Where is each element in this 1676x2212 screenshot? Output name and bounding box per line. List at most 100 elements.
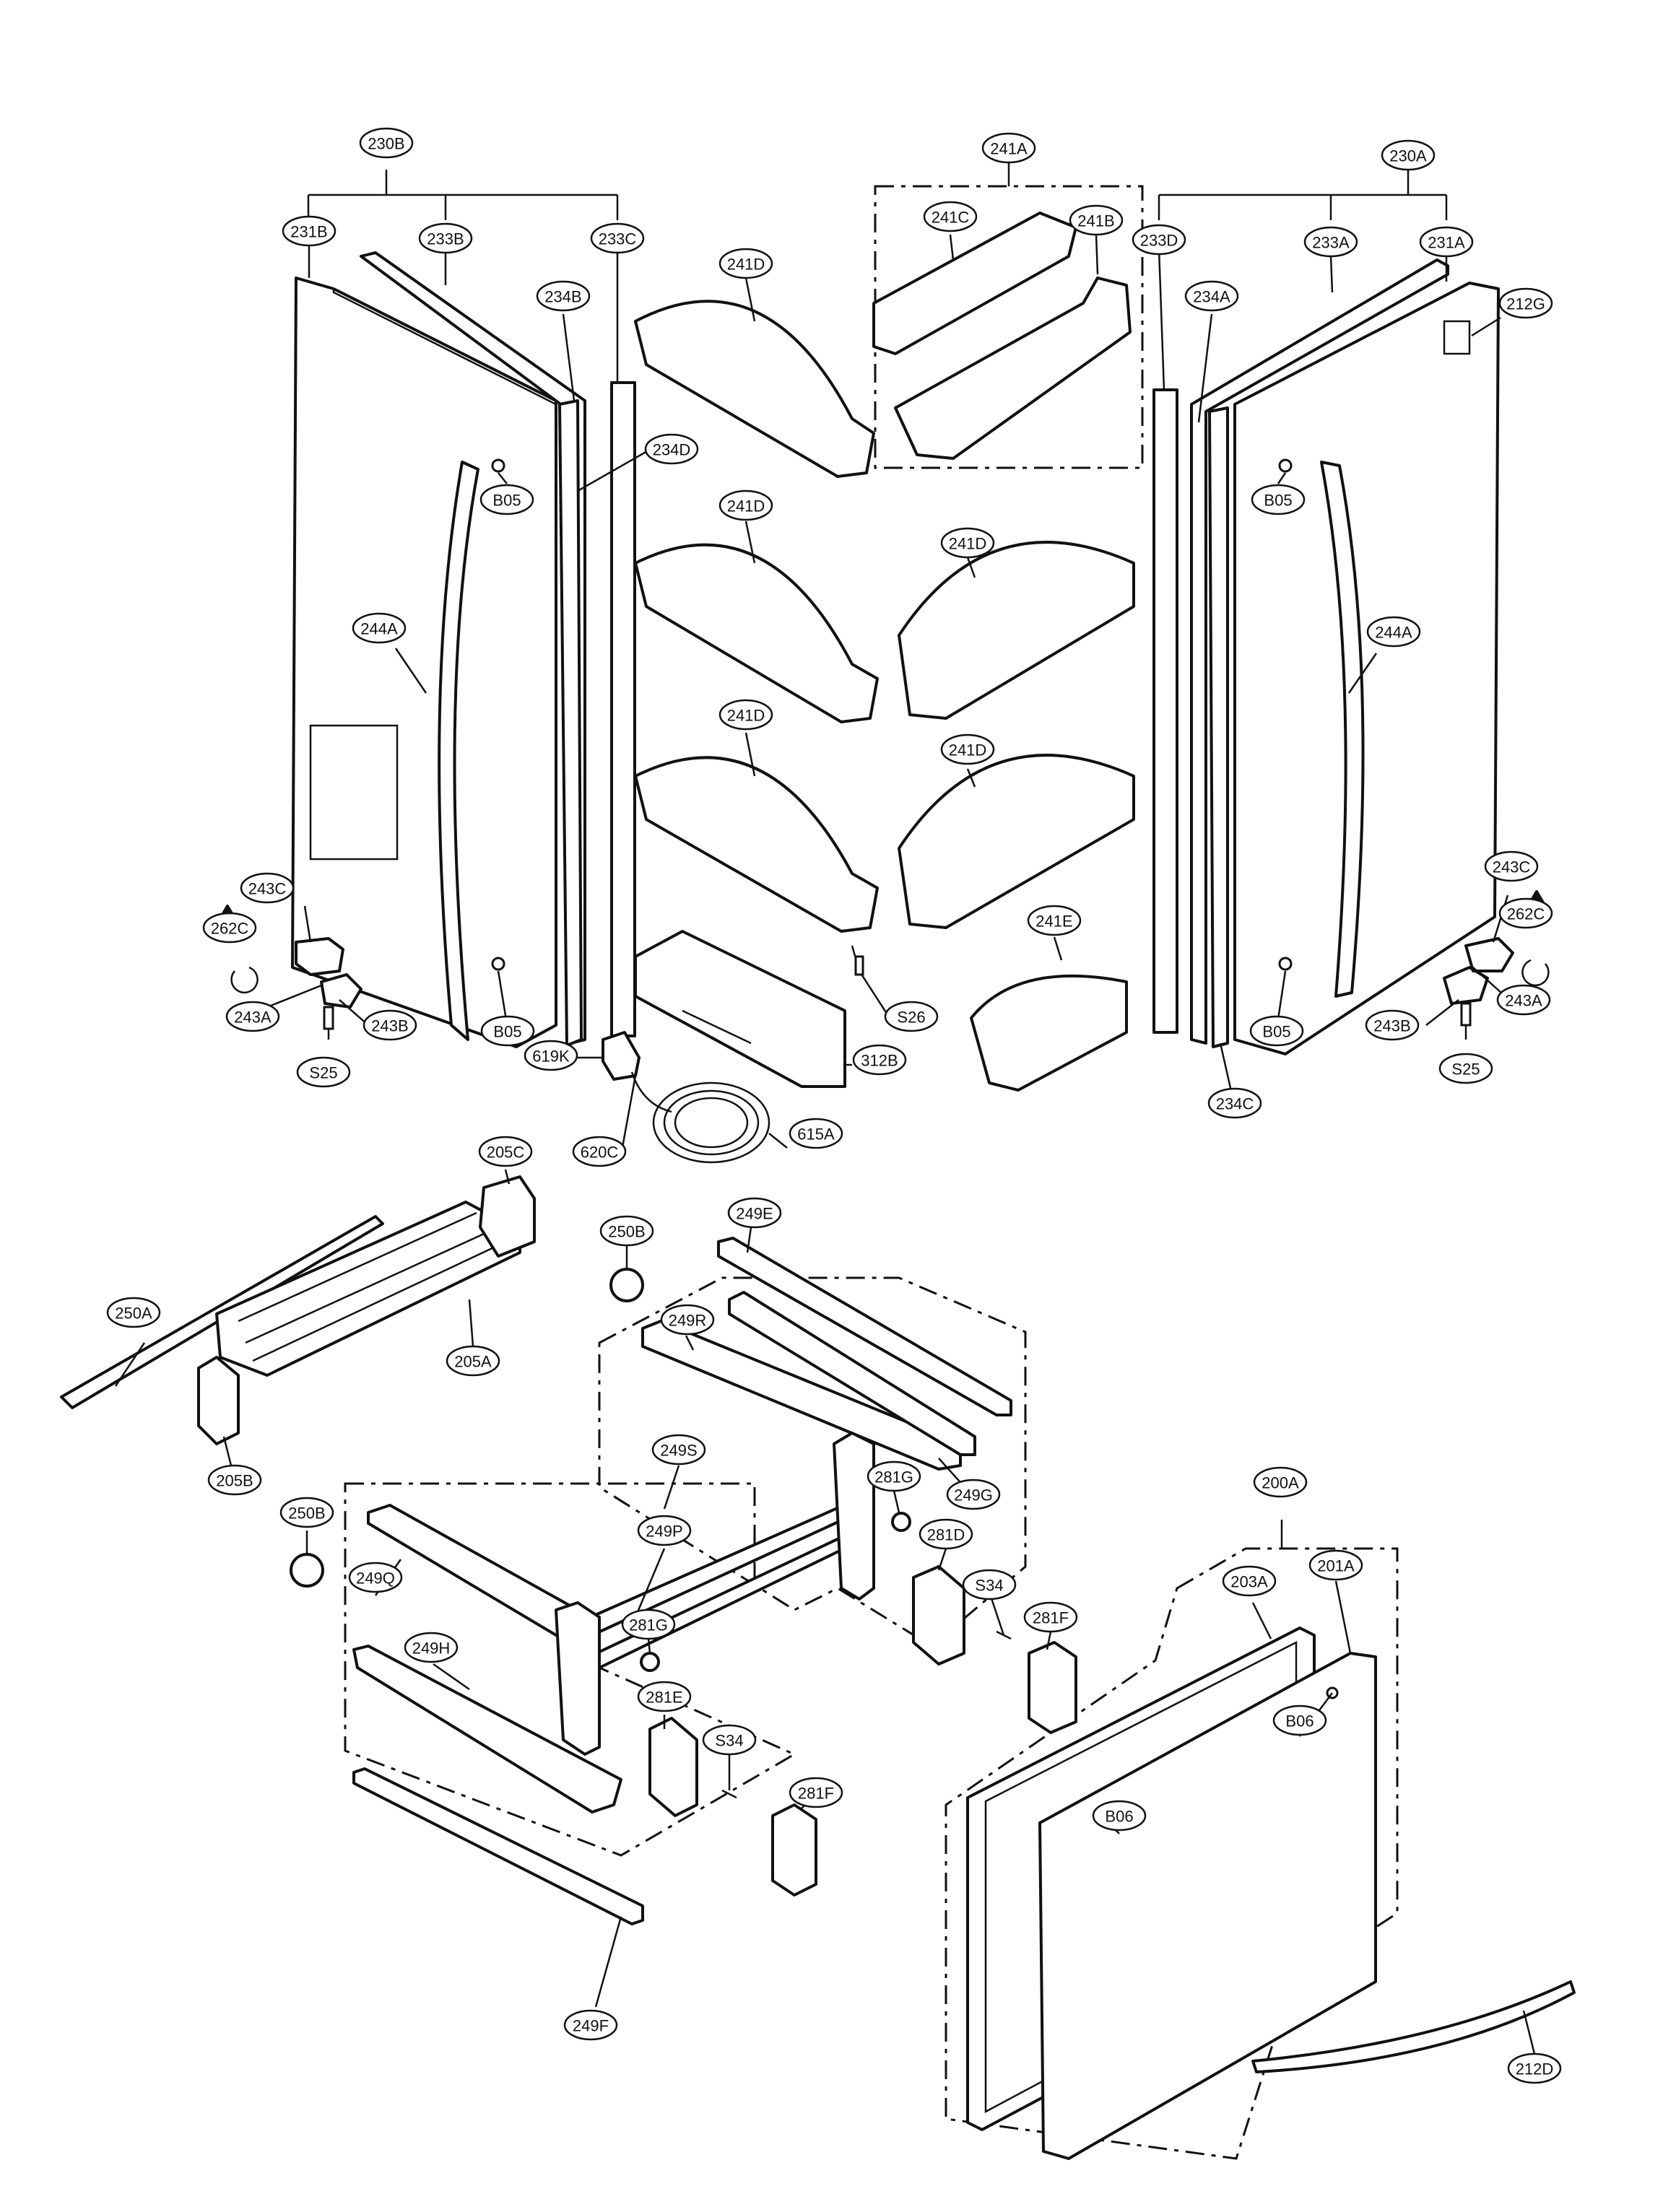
callout-bubble: [202, 912, 257, 944]
callout-bubble: [718, 699, 773, 731]
callout-bubble: [1498, 897, 1553, 929]
callout-243a: 243A: [225, 1001, 280, 1032]
callout-label: 230B: [368, 135, 404, 153]
callout-bubble: [590, 222, 645, 254]
callout-label: 234C: [1216, 1095, 1254, 1113]
callout-label: 244A: [360, 620, 398, 638]
callout-620c: 620C: [572, 1136, 627, 1167]
callout-label: 234D: [653, 441, 691, 459]
callout-bubble: [1251, 484, 1306, 515]
callout-205c: 205C: [478, 1136, 533, 1167]
handle-244A-right: [1320, 461, 1365, 998]
callout-bubble: [1438, 1053, 1493, 1084]
callout-205a: 205A: [446, 1345, 500, 1377]
callout-233d: 233D: [1132, 224, 1186, 256]
callout-label: 281F: [1033, 1609, 1069, 1627]
callout-label: 243A: [1505, 992, 1542, 1010]
callout-bubble: [279, 1497, 334, 1528]
callout-bubble: [1184, 280, 1239, 312]
callout-bubble: [867, 1460, 921, 1492]
callout-bubble: [1366, 616, 1421, 648]
callout-label: 243B: [371, 1017, 408, 1035]
callout-bubble: [1507, 2052, 1562, 2084]
handle-244A-left: [438, 461, 479, 1041]
callout-label: 249G: [954, 1486, 993, 1505]
cover-281F-upper: [1028, 1641, 1077, 1734]
callout-bubble: [637, 1515, 692, 1546]
callout-231b: 231B: [282, 215, 336, 247]
callout-281d: 281D: [919, 1518, 973, 1550]
cover-281D: [912, 1565, 965, 1665]
hinge-243B-right: [1443, 966, 1489, 1005]
callout-bubble: [1207, 1087, 1262, 1119]
callout-241c: 241C: [923, 201, 978, 232]
callout-label: 619K: [532, 1048, 570, 1066]
bracket-205C: [479, 1175, 536, 1258]
callout-200a: 200A: [1253, 1466, 1308, 1498]
callout-label: 249P: [646, 1523, 682, 1541]
callout-bubble: [1249, 1015, 1304, 1047]
callout-bubble: [1023, 1601, 1078, 1633]
callout-bubble: [240, 872, 295, 904]
callout-label: S25: [1451, 1061, 1480, 1079]
callout-label: 233A: [1312, 234, 1350, 252]
cover-281E: [648, 1717, 698, 1817]
callout-label: 249Q: [356, 1569, 395, 1588]
callout-label: 241D: [727, 497, 765, 515]
callout-bubble: [1303, 226, 1358, 258]
callout-label: 200A: [1262, 1474, 1299, 1492]
callout-label: 212G: [1506, 295, 1545, 313]
callout-label: B05: [493, 1023, 521, 1041]
callout-label: 205A: [454, 1353, 492, 1371]
callout-262c: 262C: [202, 912, 257, 944]
callout-249p: 249P: [637, 1515, 692, 1546]
clip-281G-lower: [640, 1652, 660, 1672]
callout-s25: S25: [1438, 1053, 1493, 1084]
callout-bubble: [404, 1632, 459, 1663]
callout-label: 281D: [927, 1526, 965, 1544]
side-bracket-right: [833, 1432, 875, 1601]
callout-bubble: [418, 222, 473, 254]
callout-203a: 203A: [1222, 1565, 1277, 1597]
callout-244a: 244A: [352, 612, 407, 644]
callout-b06: B06: [1272, 1704, 1327, 1736]
cover-312B: [634, 930, 846, 1088]
callout-label: 233B: [427, 230, 464, 248]
callout-230b: 230B: [359, 127, 414, 159]
callout-label: 230A: [1389, 147, 1427, 165]
callout-label: 241D: [727, 707, 765, 725]
callout-bubble: [572, 1136, 627, 1167]
frame-249S: [573, 1500, 868, 1637]
callout-281g: 281G: [867, 1460, 921, 1492]
callout-bubble: [446, 1345, 500, 1377]
hinge-243A-left: [320, 973, 362, 1009]
tube-615A: [652, 1081, 770, 1164]
bin-241D-3: [898, 541, 1135, 720]
clip-262C-left: [230, 966, 259, 994]
callout-label: 241C: [932, 209, 970, 227]
rail-249Q: [367, 1504, 579, 1637]
bin-241E: [970, 974, 1128, 1092]
callout-bubble: [919, 1518, 973, 1550]
callout-bubble: [296, 1056, 351, 1088]
callout-bubble: [362, 1009, 417, 1041]
callout-label: 249S: [660, 1442, 697, 1460]
callout-b05: B05: [1249, 1015, 1304, 1047]
bracket-230A: [1158, 170, 1448, 220]
callout-bubble: [1253, 1466, 1308, 1498]
hinge-243B-left: [295, 937, 344, 976]
callout-bubble: [923, 201, 978, 232]
rail-249F: [352, 1767, 644, 1925]
callout-s25: S25: [296, 1056, 351, 1088]
callout-s34: S34: [702, 1724, 757, 1756]
callout-241d: 241D: [718, 248, 773, 279]
callout-233b: 233B: [418, 222, 473, 254]
callout-label: 243C: [248, 880, 287, 898]
callout-label: 262C: [211, 920, 249, 938]
bin-241D-5: [898, 754, 1135, 929]
cover-281F-lower: [771, 1803, 817, 1897]
callout-243c: 243C: [1484, 850, 1539, 882]
callout-312b: 312B: [852, 1044, 907, 1076]
callout-label: 243A: [234, 1009, 272, 1027]
